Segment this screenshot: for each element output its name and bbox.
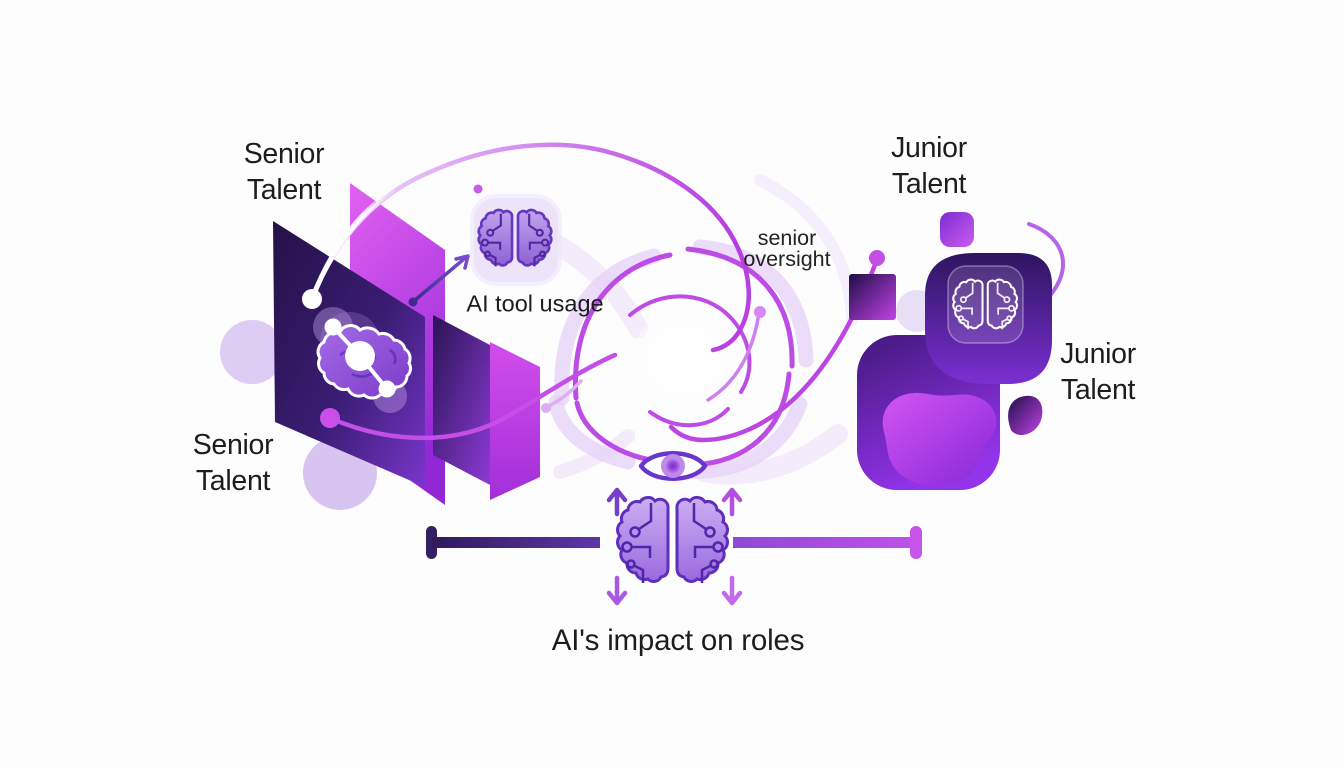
panel-brain-icon [947,265,1024,344]
arc-oversight-to-vortex [668,256,880,443]
senior-talent-label-top: Senior Talent [244,136,325,208]
caption-ai-impact: AI's impact on roles [551,624,805,658]
arc-white-segment [309,188,395,302]
eye-icon [638,451,708,481]
label-line: Talent [195,465,271,497]
junior-talent-label-side: Junior Talent [1060,336,1136,408]
scale-left-bar [432,537,600,548]
senior-oversight-annotation: senior oversight [743,226,831,271]
teardrop-shape [1008,395,1043,436]
brain-network-icon [313,307,413,413]
arc-dot-right [706,311,761,402]
up-arrow-icon [606,487,628,517]
scale-right-cap [910,526,922,559]
magenta-node-dot [320,408,340,428]
arc-bottom-to-vortex [327,352,618,441]
scale-left-cap [426,526,437,559]
white-node-dot [302,289,322,309]
small-dot [754,306,766,318]
arrow-to-ai-tool [408,254,470,307]
senior-talent-plane-stack [220,183,540,510]
organic-magenta-blob [882,392,997,486]
label-line: AI's impact on roles [551,624,805,657]
small-dot [473,184,483,194]
label-line: Senior [243,138,325,170]
scale-brain-icon [618,497,728,583]
plane-dark-right [433,315,490,485]
label-line: oversight [743,247,831,271]
down-arrow-icon [721,575,743,606]
small-dot [541,403,551,413]
label-line: senior [757,226,817,250]
label-line: Junior [891,132,967,164]
down-arrow-icon [606,575,628,606]
gradient-square [849,274,896,320]
label-line: Talent [1060,374,1136,406]
junior-talent-blob-cluster [849,212,1052,490]
ai-tool-brain-icon [470,194,562,286]
ai-tool-usage-annotation: AI tool usage [466,291,603,318]
label-line: Talent [246,174,322,206]
oversight-curve-dot [869,250,885,266]
scale-right-bar [733,537,913,548]
junior-talent-label-top: Junior Talent [891,130,967,202]
impact-scale [426,451,922,606]
plane-magenta-right [490,342,540,500]
small-rounded-square [940,212,974,247]
label-line: Talent [891,168,967,200]
up-arrow-icon [721,487,743,517]
label-line: AI tool usage [466,290,604,317]
label-line: Junior [1060,338,1136,370]
lavender-glow-circle [220,320,284,384]
senior-talent-label-bottom: Senior Talent [193,427,274,499]
label-line: Senior [192,429,274,461]
